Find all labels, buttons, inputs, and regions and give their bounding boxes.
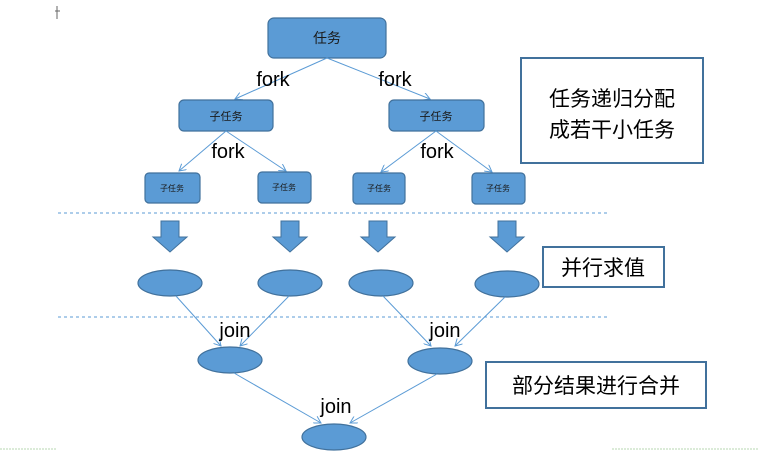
join-edge-2 [240, 295, 290, 346]
merge-node-left [197, 346, 263, 374]
subtask-label: 子任务 [420, 110, 453, 123]
subtask-node-l1-right: 子任务 [388, 99, 485, 132]
fork-edge-l1left-a [179, 130, 227, 171]
join-label: join [218, 320, 250, 342]
note-split-line-2: 成若干小任务 [549, 118, 675, 142]
final-result-node [301, 423, 367, 451]
join-label: join [319, 396, 351, 418]
text-cursor-icon [55, 6, 60, 19]
subtask-node-l2-3: 子任务 [352, 172, 406, 205]
merge-node-right [407, 347, 473, 375]
down-arrow-icon [488, 220, 526, 253]
fork-label: fork [256, 69, 290, 91]
note-split-line-1: 任务递归分配 [549, 87, 675, 111]
subtask-node-l2-4: 子任务 [471, 172, 526, 205]
root-task-label: 任务 [313, 31, 341, 47]
fork-edge-l1right-b [435, 130, 492, 172]
fork-label: fork [211, 141, 245, 163]
note-merge-text: 部分结果进行合并 [512, 374, 680, 398]
fork-edge-root-left [235, 57, 328, 99]
down-arrow-icon [359, 220, 397, 253]
join-edge-1 [175, 295, 221, 346]
join-edge-6 [350, 373, 438, 423]
fork-label: fork [420, 141, 454, 163]
subtask-node-l2-2: 子任务 [257, 171, 312, 204]
result-node-1 [137, 269, 203, 297]
down-arrow-icon [271, 220, 309, 253]
subtask-label: 子任务 [210, 110, 243, 123]
fork-label: fork [378, 69, 412, 91]
root-task-node: 任务 [267, 17, 387, 59]
subtask-label: 子任务 [367, 183, 391, 193]
subtask-node-l1-left: 子任务 [178, 99, 274, 132]
subtask-label: 子任务 [486, 183, 510, 193]
join-edge-5 [233, 372, 321, 423]
subtask-node-l2-1: 子任务 [144, 172, 201, 204]
result-node-3 [348, 269, 414, 297]
subtask-label: 子任务 [272, 182, 296, 192]
join-label: join [428, 320, 460, 342]
subtask-label: 子任务 [160, 183, 184, 193]
result-node-4 [474, 270, 540, 298]
note-parallel: 并行求值 [542, 246, 665, 288]
join-edge-3 [382, 295, 431, 346]
note-parallel-text: 并行求值 [561, 256, 645, 280]
fork-edge-l1left-b [225, 130, 286, 171]
down-arrow-icon [151, 220, 189, 253]
fork-edge-root-right [326, 57, 430, 99]
note-split: 任务递归分配 成若干小任务 [520, 57, 704, 164]
join-edge-4 [455, 296, 506, 346]
fork-edge-l1right-a [381, 130, 437, 172]
note-merge: 部分结果进行合并 [485, 361, 707, 409]
result-node-2 [257, 269, 323, 297]
